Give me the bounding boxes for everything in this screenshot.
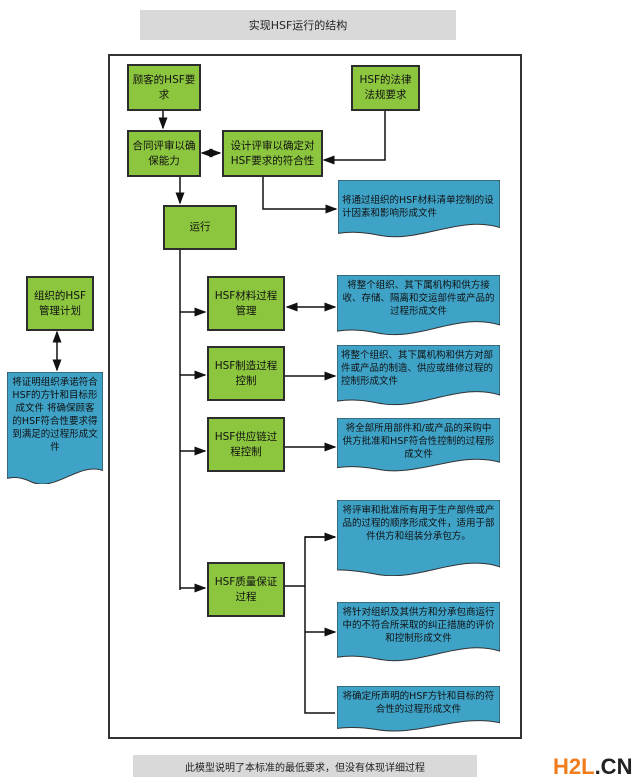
doc-material: 将整个组织、其下属机构和供方接收、存储、隔离和交运部件或产品的过程形成文件 bbox=[337, 275, 500, 336]
node-management-plan: 组织的HSF管理计划 bbox=[26, 276, 94, 331]
doc-quality-3: 将确定所声明的HSF方针和目标的符合性的过程形成文件 bbox=[337, 686, 500, 732]
watermark-logo: H2L.CN bbox=[553, 754, 633, 779]
structure-frame bbox=[108, 54, 522, 739]
arrow-design-to-doc bbox=[262, 177, 338, 214]
doc-supply-chain: 将全部所用部件和/或产品的采购中供方批准和HSF符合性控制的过程形成文件 bbox=[337, 418, 500, 472]
doc-quality-2: 将针对组织及其供方和分承包商运行中的不符合所采取的纠正措施的评价和控制形成文件 bbox=[337, 602, 500, 662]
doc-manufacturing: 将整个组织、其下属机构和供方对部件或产品的制造、供应或维修过程的控制形成文件 bbox=[337, 345, 500, 406]
node-material-process: HSF材料过程管理 bbox=[207, 276, 285, 331]
node-legal-requirements: HSF的法律法规要求 bbox=[351, 65, 420, 111]
footer-note: 此模型说明了本标准的最低要求，但没有体现详细过程 bbox=[133, 755, 477, 777]
diagram-title: 实现HSF运行的结构 bbox=[140, 10, 456, 40]
arrow-legal-to-design bbox=[322, 110, 386, 165]
doc-design: 将通过组织的HSF材料清单控制的设计因素和影响形成文件 bbox=[338, 180, 500, 238]
node-customer-requirements: 顾客的HSF要求 bbox=[127, 64, 201, 111]
doc-plan: 将证明组织承诺符合HSF的方针和目标形成文件 将确保顾客的HSF符合性要求得到满… bbox=[7, 372, 103, 484]
node-design-review: 设计评审以确定对HSF要求的符合性 bbox=[222, 130, 323, 177]
node-operation: 运行 bbox=[163, 205, 237, 250]
doc-quality-1: 将评审和批准所有用于生产部件或产品的过程的顺序形成文件，适用于部件供方和组装分承… bbox=[337, 500, 500, 576]
node-manufacturing-process: HSF制造过程控制 bbox=[207, 346, 285, 401]
node-supply-chain-process: HSF供应链过程控制 bbox=[207, 417, 285, 472]
node-quality-assurance: HSF质量保证过程 bbox=[207, 562, 285, 617]
node-contract-review: 合同评审以确保能力 bbox=[127, 130, 201, 177]
